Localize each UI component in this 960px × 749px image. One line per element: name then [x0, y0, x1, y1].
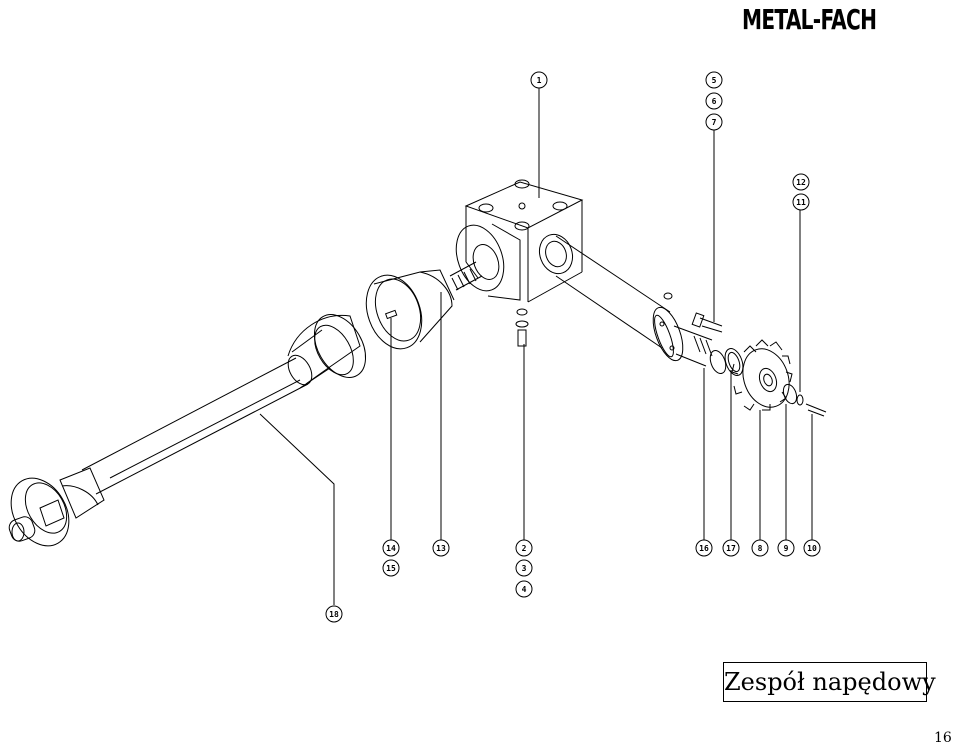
drive-shaft	[555, 235, 713, 367]
svg-text:8: 8	[758, 544, 763, 553]
svg-text:18: 18	[329, 610, 339, 619]
callout-11: 11	[792, 193, 810, 211]
callout-9: 9	[777, 539, 795, 557]
washer-and-screw	[782, 383, 827, 417]
callout-2: 2	[515, 539, 533, 557]
svg-text:2: 2	[522, 544, 527, 553]
assembly-title: Zespół napędowy	[723, 662, 936, 702]
svg-text:3: 3	[522, 564, 527, 573]
callout-6: 6	[705, 92, 723, 110]
metal-fach-logo: METAL-FACH	[742, 3, 877, 32]
callout-17: 17	[722, 539, 740, 557]
gearbox	[449, 179, 584, 303]
svg-text:METAL-FACH: METAL-FACH	[742, 3, 876, 32]
svg-text:12: 12	[796, 178, 806, 187]
svg-text:16: 16	[699, 544, 709, 553]
svg-text:15: 15	[386, 564, 396, 573]
callout-12: 12	[792, 173, 810, 191]
rings	[709, 348, 744, 376]
callout-5: 5	[705, 71, 723, 89]
leader-lines	[259, 88, 813, 605]
callout-10: 10	[803, 539, 821, 557]
svg-text:7: 7	[712, 118, 717, 127]
callout-4: 4	[515, 580, 533, 598]
svg-text:10: 10	[807, 544, 817, 553]
svg-text:17: 17	[726, 544, 736, 553]
svg-text:9: 9	[784, 544, 789, 553]
shaft-guard	[365, 269, 455, 350]
callouts: 1 5 6 7 12 11 14 15 13 2 3 4 16 17 8 9 1…	[325, 71, 821, 623]
callout-15: 15	[382, 559, 400, 577]
svg-text:14: 14	[386, 544, 396, 553]
svg-text:1: 1	[537, 76, 542, 85]
callout-7: 7	[705, 113, 723, 131]
lower-bolt-set	[515, 308, 529, 347]
callout-18: 18	[325, 605, 343, 623]
callout-13: 13	[432, 539, 450, 557]
sprocket	[731, 339, 793, 411]
callout-16: 16	[695, 539, 713, 557]
page-number: 16	[934, 730, 952, 746]
svg-text:6: 6	[712, 97, 717, 106]
bolt-set	[691, 312, 723, 333]
pto-shaft	[8, 314, 367, 547]
callout-14: 14	[382, 539, 400, 557]
callout-1: 1	[530, 71, 548, 89]
callout-8: 8	[751, 539, 769, 557]
svg-text:11: 11	[796, 198, 806, 207]
svg-text:5: 5	[712, 76, 717, 85]
svg-text:13: 13	[436, 544, 446, 553]
callout-3: 3	[515, 559, 533, 577]
svg-text:4: 4	[522, 585, 527, 594]
